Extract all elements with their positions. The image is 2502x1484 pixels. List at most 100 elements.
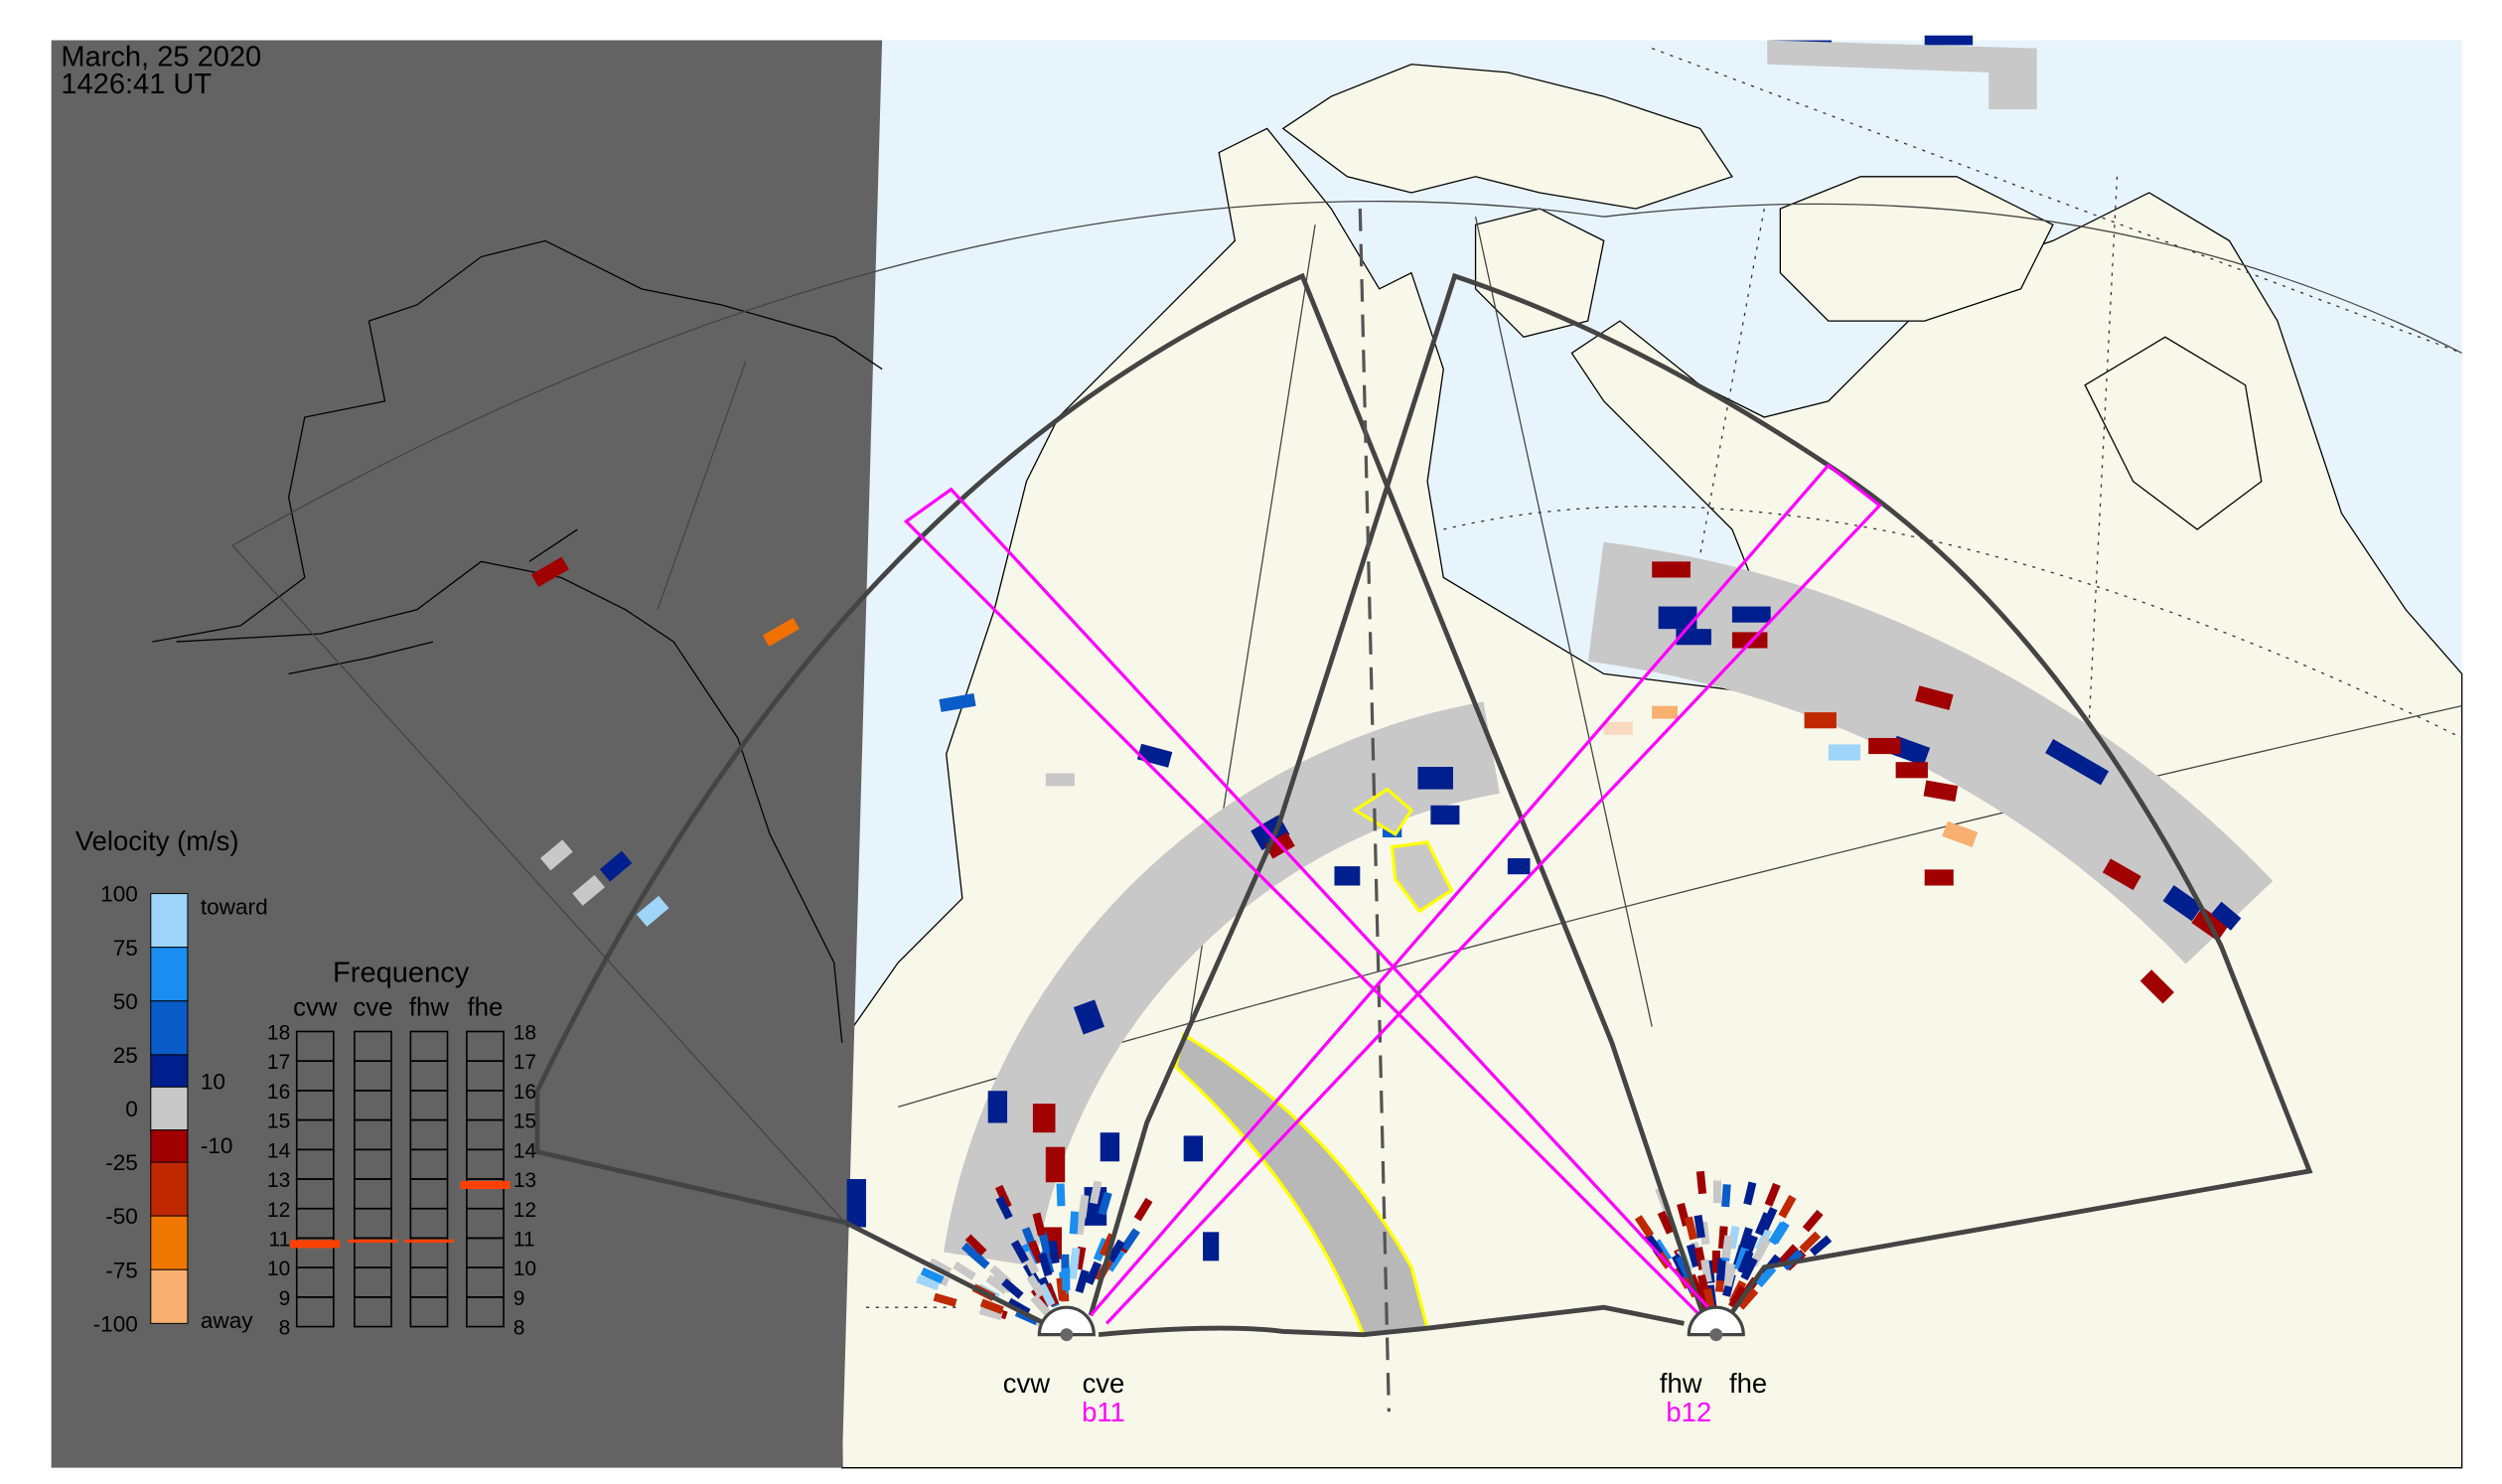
near-range-echo [1069,1211,1080,1235]
frequency-tick-right: 13 [514,1169,536,1192]
near-range-echo [1048,1240,1060,1264]
near-range-echo [985,1274,1009,1295]
label-cve: cve [1083,1368,1125,1399]
near-range-echo [1760,1207,1778,1231]
near-range-echo [1768,1221,1788,1246]
near-range-echo [960,1242,984,1263]
echo-cell [1658,606,1697,630]
frequency-tick-right: 10 [514,1258,536,1280]
echo-cell [1924,869,1954,886]
near-range-echo [1809,1235,1833,1257]
colorbar-segment [150,1054,189,1088]
label-fhe: fhe [1729,1368,1767,1399]
near-range-echo [1133,1197,1153,1222]
frequency-tick-right: 11 [514,1229,535,1252]
near-range-echo [964,1234,987,1257]
frequency-tick-left: 17 [267,1051,290,1074]
near-range-echo [1743,1181,1757,1206]
frequency-tick-left: 18 [267,1022,290,1045]
near-range-echo [1030,1294,1052,1317]
echo-cell [1073,999,1105,1035]
colorbar-segment [150,1129,189,1163]
echo-cell [2162,885,2203,922]
echo-cell [1868,737,1901,755]
echo-cell [1942,820,1979,847]
echo-cell [1100,1132,1120,1162]
echo-cell [530,556,569,588]
echo-cell [1203,1232,1220,1261]
site-cv [1037,1305,1096,1342]
echo-cell [599,850,633,882]
echo-cell [1417,767,1453,790]
date-label: March, 25 2020 [61,41,261,73]
threshold-10: 10 [201,1070,225,1095]
echo-cell [1652,705,1679,719]
beam-lines [903,463,1882,1325]
near-range-echo [1721,1235,1733,1259]
near-range-echo [1001,1278,1024,1299]
near-range-echo [995,1195,1013,1220]
velocity-tick: -25 [105,1150,138,1175]
colorbar-segment [150,1000,189,1056]
echo-cell [636,895,669,927]
label-fhw: fhw [1660,1368,1702,1399]
echo-cell [1652,561,1691,578]
echo-cell [1334,866,1361,886]
echo-cell [1924,35,1974,46]
night-coastlines [152,239,883,1043]
near-range-echo [1634,1215,1655,1239]
near-range-echo [1728,1284,1747,1309]
frequency-tick-right: 12 [514,1199,536,1222]
velocity-tick: 75 [113,936,138,961]
near-range-echo [1106,1239,1125,1263]
frequency-tick-left: 12 [267,1199,290,1222]
colorbar-segment [150,947,189,1002]
near-range-echo [1753,1236,1772,1260]
near-range-echo [1693,1215,1705,1239]
frequency-tick-right: 14 [514,1139,537,1162]
highlighted-cells [1352,787,1454,914]
echo-cell [1923,780,1959,803]
near-range-echo [1098,1191,1112,1216]
site-fh-dot [1709,1328,1723,1342]
near-range-echo [933,1292,957,1307]
echo-cell [572,874,605,906]
colorbar-segment [150,1161,189,1217]
frequency-tick-right: 8 [514,1317,525,1340]
near-range-echo [1712,1180,1722,1204]
label-b12: b12 [1666,1397,1711,1427]
colorbar-segment [150,1268,189,1324]
away-label: away [201,1308,253,1333]
near-range-echo [1026,1274,1046,1298]
frequency-title: Frequency [333,957,470,988]
site-fh [1687,1305,1745,1342]
frequency-tick-right: 15 [514,1111,536,1133]
echo-cell [1804,712,1837,729]
near-range-echo [1056,1183,1066,1207]
near-range-echo [916,1274,941,1291]
echo-cell [1045,773,1075,787]
echo-cell [2102,858,2141,891]
near-range-echo [1738,1227,1753,1252]
echo-cell [2211,901,2242,931]
frequency-tick-left: 14 [267,1139,291,1162]
velocity-tick: -100 [93,1311,138,1336]
frequency-tick-left: 13 [267,1169,290,1192]
echo-cell [1084,1187,1107,1226]
echo-cell [1828,744,1861,761]
velocity-tick: 25 [113,1043,138,1068]
echo-cell [2139,969,2174,1004]
near-range-echo [1090,1180,1103,1205]
frequency-cell [409,1296,449,1328]
near-range-echo [1716,1258,1726,1281]
near-range-echo [1802,1209,1824,1233]
near-range-echo [1777,1244,1799,1266]
near-range-echo [1644,1233,1664,1257]
echo-cell [1915,685,1954,710]
fh-scatter-band [1587,541,2274,965]
frequency-tick-left: 15 [267,1111,290,1133]
toward-label: toward [201,895,268,920]
echo-cell [762,617,800,647]
